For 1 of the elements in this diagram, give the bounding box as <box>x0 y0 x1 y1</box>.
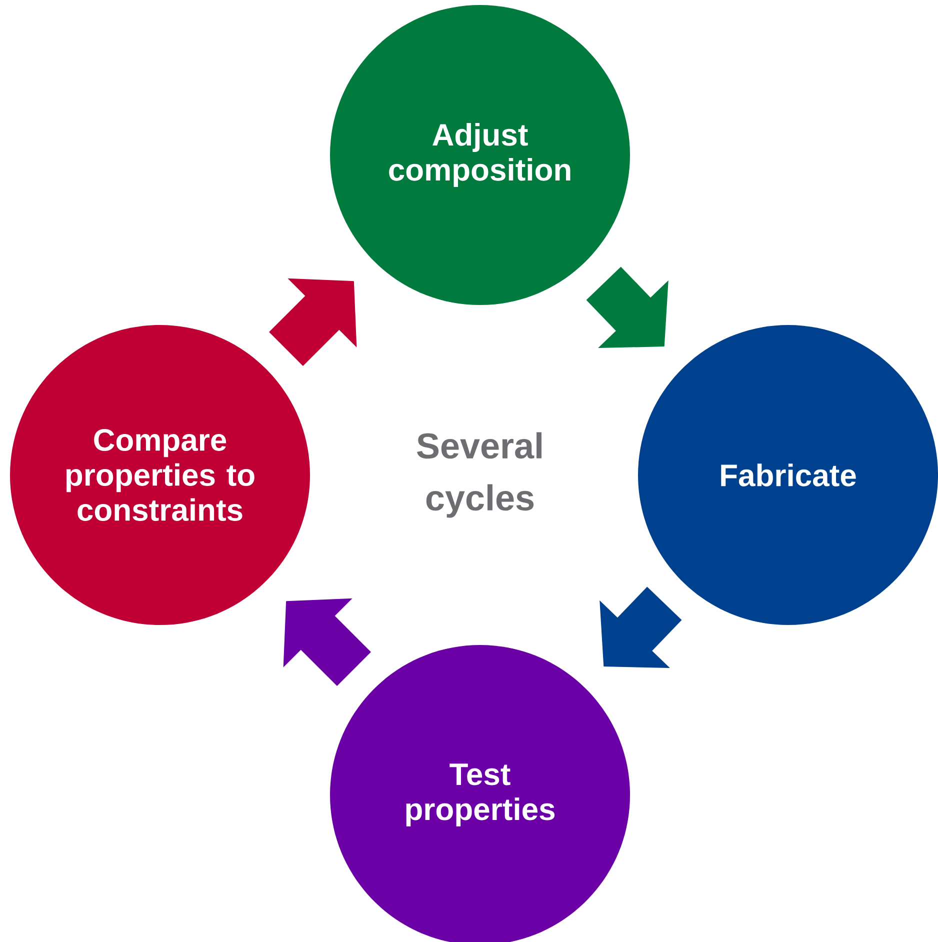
center-label: Several cycles <box>416 432 542 518</box>
